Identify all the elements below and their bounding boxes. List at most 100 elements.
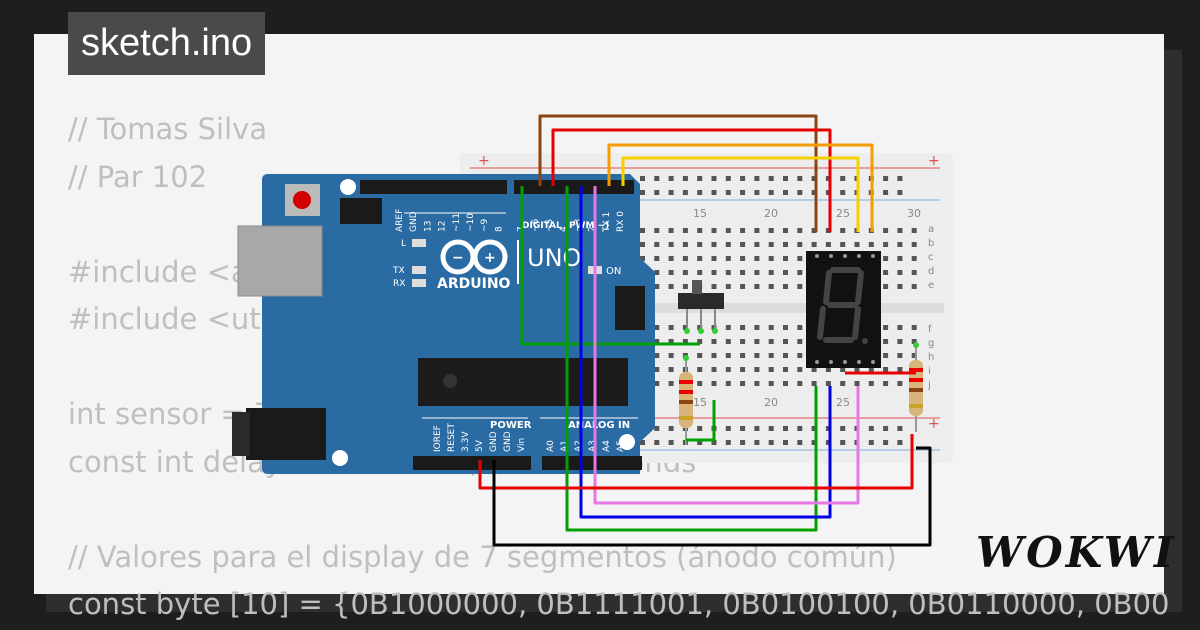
breadboard-hole[interactable] — [883, 242, 889, 247]
breadboard-hole[interactable] — [768, 190, 774, 195]
breadboard-hole[interactable] — [654, 381, 660, 386]
breadboard-holes[interactable] — [640, 176, 917, 445]
breadboard-hole[interactable] — [740, 339, 746, 344]
breadboard-hole[interactable] — [897, 325, 903, 330]
breadboard-hole[interactable] — [740, 284, 746, 289]
breadboard-hole[interactable] — [725, 381, 731, 386]
breadboard-hole[interactable] — [640, 228, 645, 233]
breadboard-hole[interactable] — [697, 176, 703, 181]
breadboard-hole[interactable] — [911, 242, 917, 247]
wire-yellow[interactable] — [621, 156, 860, 232]
breadboard-hole[interactable] — [668, 176, 674, 181]
breadboard-hole[interactable] — [897, 228, 903, 233]
breadboard-hole[interactable] — [754, 325, 760, 330]
breadboard-hole[interactable] — [711, 381, 717, 386]
breadboard-hole[interactable] — [840, 426, 846, 431]
breadboard-hole[interactable] — [868, 381, 874, 386]
breadboard-hole[interactable] — [897, 270, 903, 275]
breadboard-hole[interactable] — [768, 339, 774, 344]
breadboard-hole[interactable] — [654, 242, 660, 247]
breadboard-hole[interactable] — [668, 426, 674, 431]
breadboard-hole[interactable] — [883, 426, 889, 431]
breadboard-hole[interactable] — [725, 367, 731, 372]
breadboard-hole[interactable] — [797, 339, 803, 344]
reset-button[interactable] — [293, 191, 311, 209]
breadboard-hole[interactable] — [654, 353, 660, 358]
breadboard-hole[interactable] — [654, 176, 660, 181]
breadboard-hole[interactable] — [640, 440, 645, 445]
breadboard-hole[interactable] — [783, 228, 788, 233]
breadboard-hole[interactable] — [797, 367, 803, 372]
breadboard-hole[interactable] — [840, 176, 846, 181]
breadboard-hole[interactable] — [797, 228, 803, 233]
breadboard-hole[interactable] — [897, 256, 903, 261]
breadboard-hole[interactable] — [725, 325, 731, 330]
breadboard-hole[interactable] — [783, 367, 788, 372]
breadboard-hole[interactable] — [725, 176, 731, 181]
breadboard-hole[interactable] — [825, 426, 831, 431]
breadboard-hole[interactable] — [854, 242, 860, 247]
breadboard-hole[interactable] — [868, 440, 874, 445]
breadboard-hole[interactable] — [825, 190, 831, 195]
breadboard-hole[interactable] — [740, 381, 746, 386]
breadboard-hole[interactable] — [783, 270, 788, 275]
wire-red-top[interactable] — [551, 128, 832, 232]
breadboard-hole[interactable] — [654, 440, 660, 445]
breadboard-hole[interactable] — [811, 176, 817, 181]
breadboard-hole[interactable] — [897, 176, 903, 181]
breadboard-hole[interactable] — [668, 284, 674, 289]
breadboard-hole[interactable] — [811, 367, 817, 372]
wire-brown[interactable] — [538, 114, 818, 232]
seven-segment-display[interactable] — [806, 251, 881, 368]
breadboard-hole[interactable] — [640, 256, 645, 261]
breadboard-hole[interactable] — [883, 353, 889, 358]
breadboard-hole[interactable] — [883, 367, 889, 372]
breadboard-hole[interactable] — [783, 256, 788, 261]
breadboard-hole[interactable] — [868, 242, 874, 247]
breadboard-hole[interactable] — [668, 190, 674, 195]
breadboard-hole[interactable] — [768, 284, 774, 289]
wire-black-gnd[interactable] — [492, 446, 932, 547]
breadboard-hole[interactable] — [883, 284, 889, 289]
breadboard-hole[interactable] — [740, 440, 746, 445]
breadboard-hole[interactable] — [897, 339, 903, 344]
breadboard-hole[interactable] — [883, 440, 889, 445]
breadboard-hole[interactable] — [768, 176, 774, 181]
breadboard-hole[interactable] — [883, 176, 889, 181]
breadboard-hole[interactable] — [725, 339, 731, 344]
wire-green-resistor[interactable] — [686, 400, 716, 442]
breadboard-hole[interactable] — [840, 440, 846, 445]
breadboard-hole[interactable] — [797, 190, 803, 195]
breadboard-hole[interactable] — [897, 284, 903, 289]
breadboard-hole[interactable] — [840, 367, 846, 372]
breadboard-hole[interactable] — [883, 256, 889, 261]
breadboard-hole[interactable] — [711, 270, 717, 275]
breadboard-hole[interactable] — [682, 256, 688, 261]
breadboard-hole[interactable] — [668, 381, 674, 386]
breadboard-hole[interactable] — [654, 256, 660, 261]
breadboard-hole[interactable] — [897, 353, 903, 358]
breadboard-hole[interactable] — [697, 367, 703, 372]
breadboard-hole[interactable] — [711, 284, 717, 289]
breadboard-hole[interactable] — [668, 339, 674, 344]
breadboard-hole[interactable] — [840, 381, 846, 386]
breadboard-hole[interactable] — [668, 353, 674, 358]
breadboard-hole[interactable] — [897, 190, 903, 195]
breadboard-hole[interactable] — [711, 242, 717, 247]
breadboard-hole[interactable] — [825, 242, 831, 247]
breadboard-hole[interactable] — [640, 176, 645, 181]
breadboard-hole[interactable] — [883, 228, 889, 233]
breadboard-hole[interactable] — [768, 270, 774, 275]
breadboard-hole[interactable] — [783, 242, 788, 247]
breadboard-hole[interactable] — [768, 426, 774, 431]
breadboard-hole[interactable] — [911, 284, 917, 289]
breadboard-hole[interactable] — [725, 228, 731, 233]
breadboard-hole[interactable] — [682, 339, 688, 344]
breadboard-hole[interactable] — [668, 440, 674, 445]
breadboard-hole[interactable] — [811, 242, 817, 247]
breadboard-hole[interactable] — [740, 270, 746, 275]
breadboard-hole[interactable] — [825, 440, 831, 445]
breadboard-hole[interactable] — [711, 190, 717, 195]
breadboard-hole[interactable] — [697, 339, 703, 344]
